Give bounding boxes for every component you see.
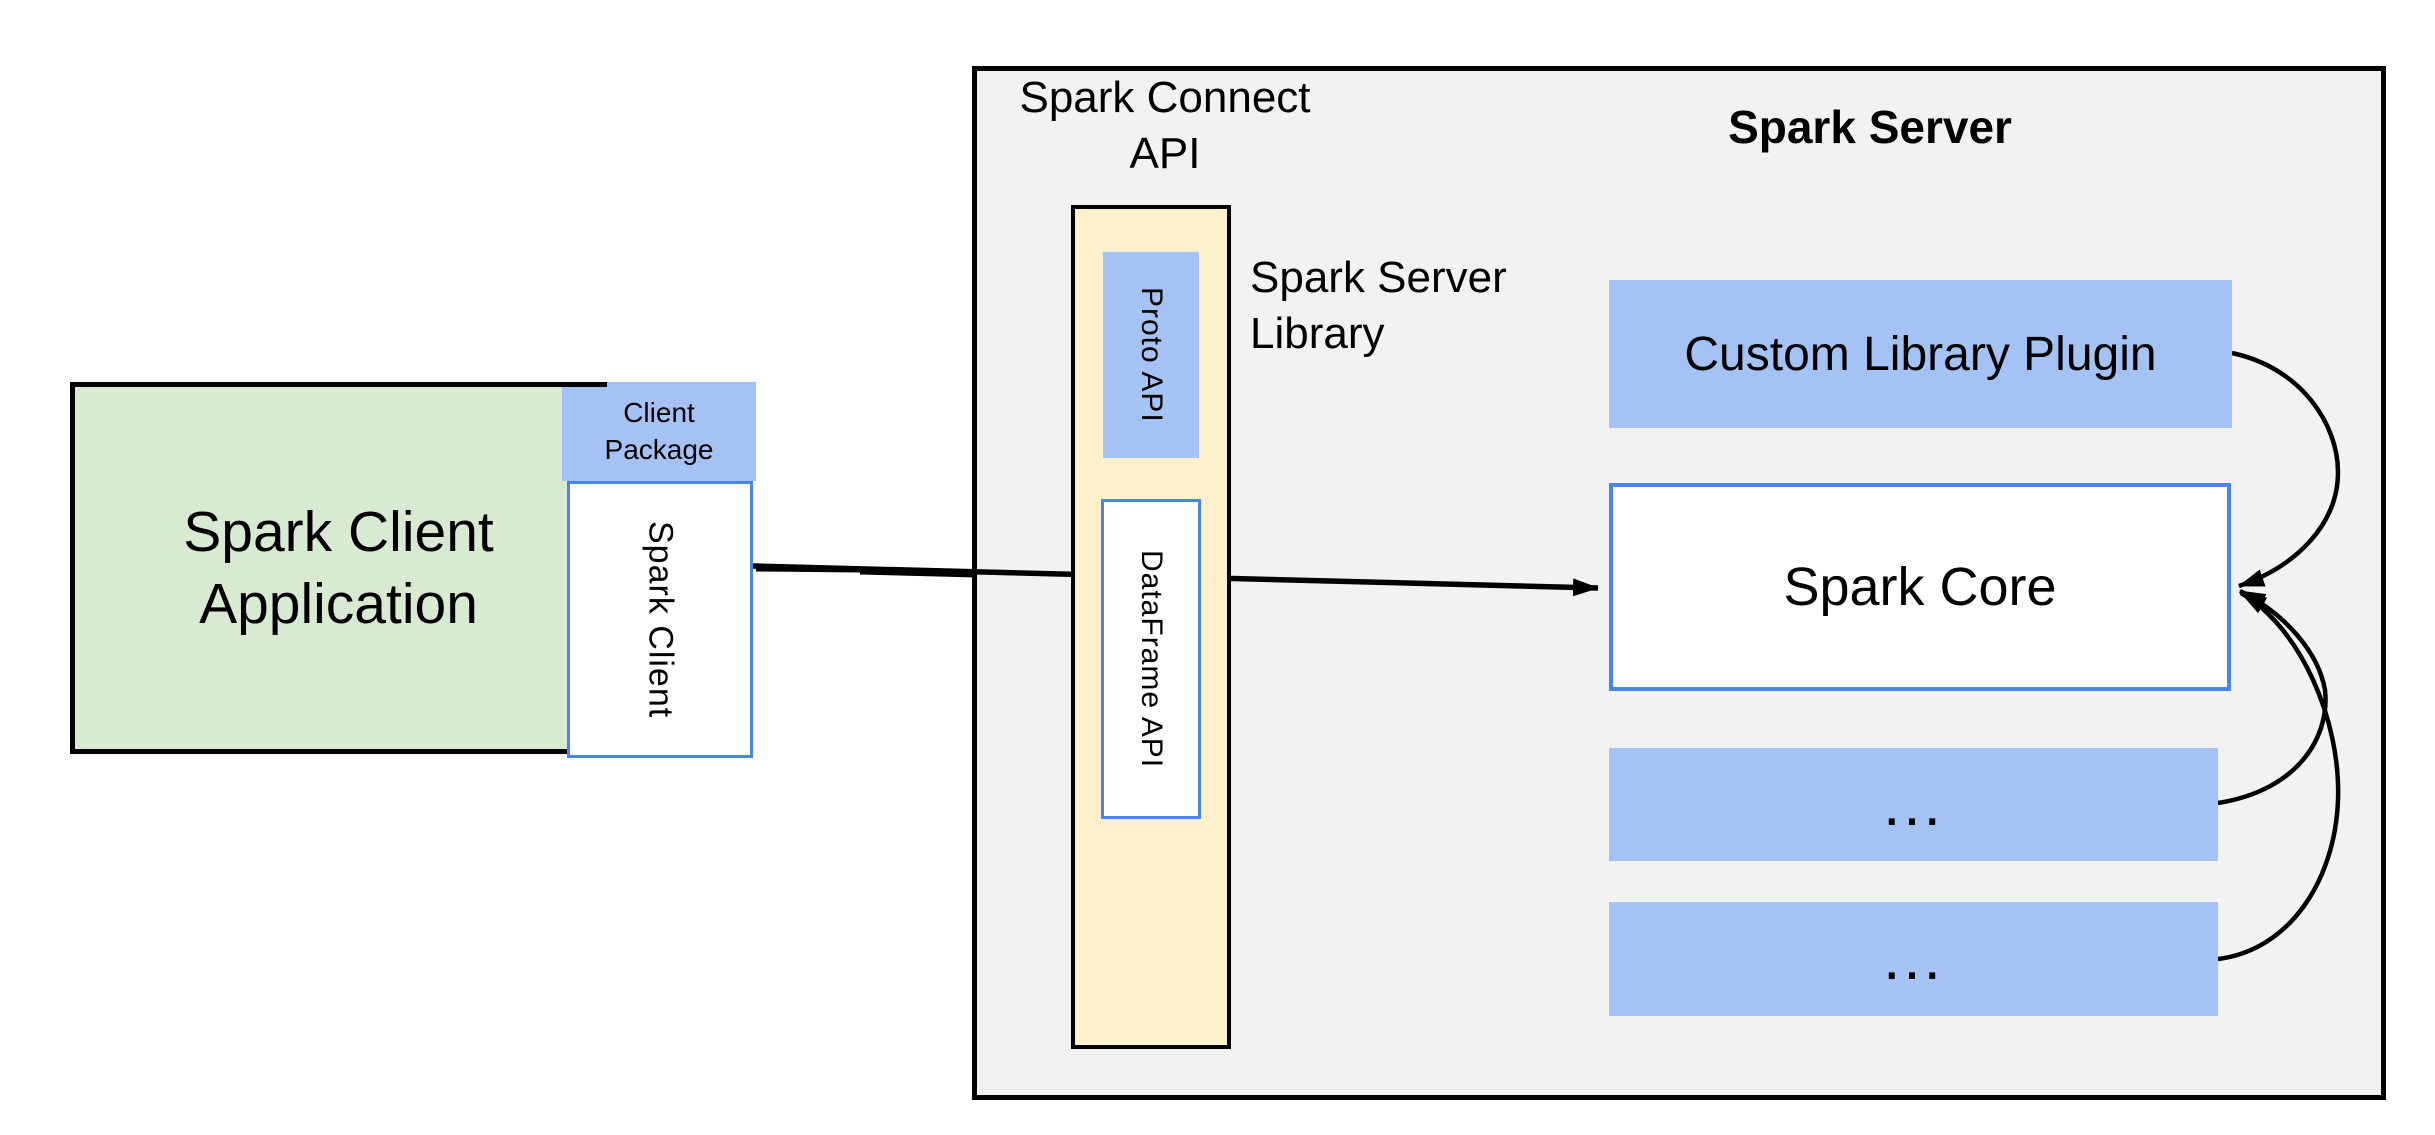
proto-api-label: Proto API bbox=[1135, 287, 1168, 423]
client-package-label: Client Package bbox=[604, 397, 714, 465]
spark-client-label: Spark Client bbox=[641, 520, 680, 719]
spark-client-application-label: Spark Client Application bbox=[183, 499, 494, 636]
spark-client-application-box: Spark Client Application bbox=[70, 382, 607, 754]
spark-server-library-label: Spark Server Library bbox=[1250, 253, 1507, 358]
arrow-client-sketch-stroke-1 bbox=[755, 566, 863, 573]
custom-library-plugin-box: Custom Library Plugin bbox=[1609, 280, 2232, 428]
dataframe-api-label: DataFrame API bbox=[1135, 549, 1168, 769]
spark-server-title: Spark Server bbox=[1728, 101, 2012, 153]
spark-core-box: Spark Core bbox=[1609, 483, 2231, 691]
server-module-box-1: ... bbox=[1609, 748, 2218, 861]
green-box-top-border bbox=[70, 382, 607, 387]
server-module-2-label: ... bbox=[1883, 924, 1944, 993]
client-package-box: Client Package bbox=[562, 382, 756, 481]
custom-library-plugin-label: Custom Library Plugin bbox=[1684, 327, 2157, 381]
dataframe-api-box: DataFrame API bbox=[1101, 499, 1201, 819]
spark-client-box: Spark Client bbox=[567, 481, 753, 758]
spark-core-label: Spark Core bbox=[1783, 557, 2057, 617]
arrow-client-sketch-stroke-2 bbox=[859, 569, 977, 578]
proto-api-box: Proto API bbox=[1103, 252, 1199, 458]
spark-connect-api-title: Spark Connect API bbox=[1019, 73, 1311, 178]
server-module-1-label: ... bbox=[1883, 769, 1944, 839]
server-module-box-2: ... bbox=[1609, 902, 2218, 1016]
